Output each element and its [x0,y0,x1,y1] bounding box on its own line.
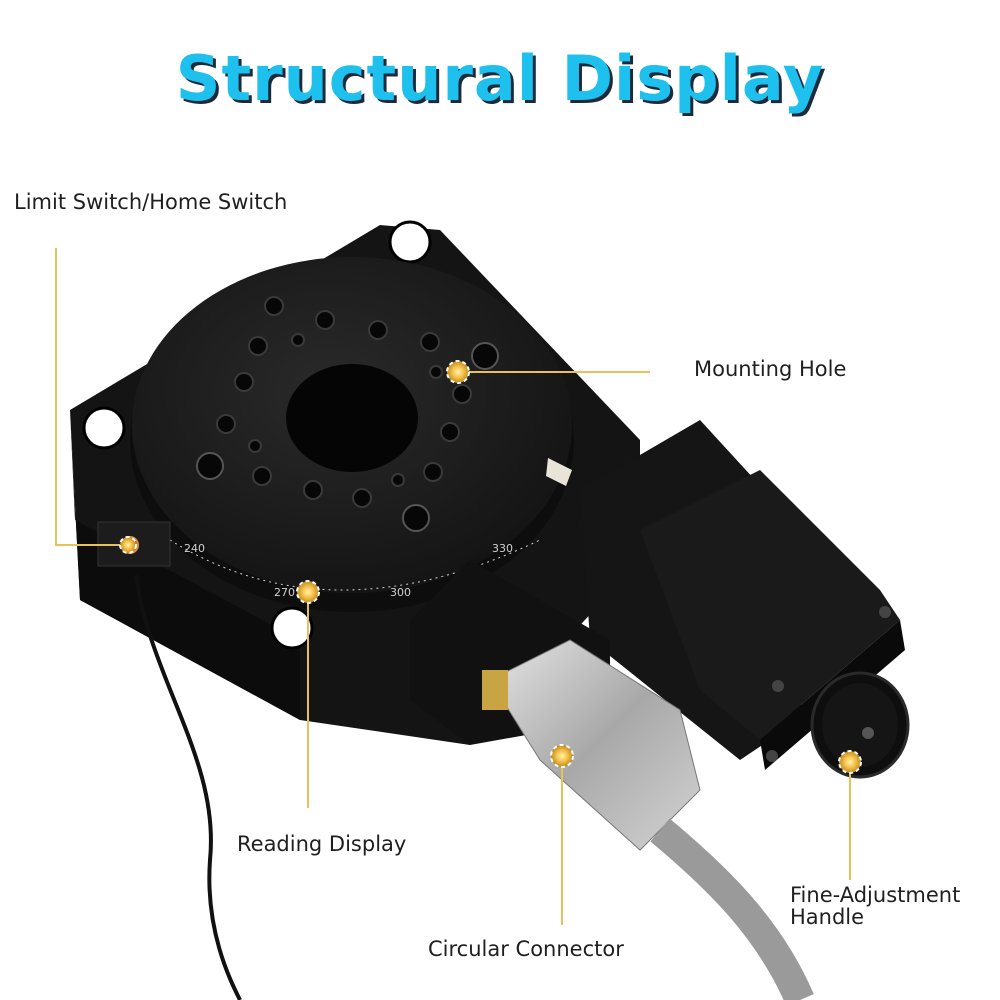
label-mounting-hole: Mounting Hole [694,357,847,381]
page-title: Structural Display [175,42,825,115]
corner-hole [82,406,126,450]
rotary-table: 240 270 300 330 [130,257,574,612]
leader-lines [55,248,851,925]
label-fine-adjustment-line2: Handle [790,905,865,929]
connector-cable [650,818,814,1000]
scale-mark: 240 [184,542,205,555]
marker-reading-display [296,580,320,604]
switch-cable [134,574,242,1000]
marker-mounting-hole [446,360,470,384]
leader-line-limit-switch [55,248,128,546]
marker-limit-switch [119,536,137,554]
label-fine-adjustment-line1: Fine-Adjustment [790,883,961,907]
marker-fine-adjustment [838,750,862,774]
corner-hole [388,220,432,264]
threaded-holes [196,296,499,532]
home-flag [546,458,572,486]
scale-mark: 330 [492,542,513,555]
scale-mark: 300 [390,586,411,599]
fine-adjustment-knob [810,671,910,779]
label-reading-display: Reading Display [237,832,407,856]
marker-circular-connector [550,744,574,768]
db-connector [410,560,701,851]
markers [119,360,862,774]
label-circular-connector: Circular Connector [428,937,624,961]
stepper-motor [580,420,905,770]
label-limit-switch: Limit Switch/Home Switch [14,190,288,214]
label-fine-adjustment-handle: Fine-Adjustment Handle [790,884,995,928]
center-bore [286,364,418,472]
corner-hole [270,606,314,650]
scale-mark: 270 [274,586,295,599]
